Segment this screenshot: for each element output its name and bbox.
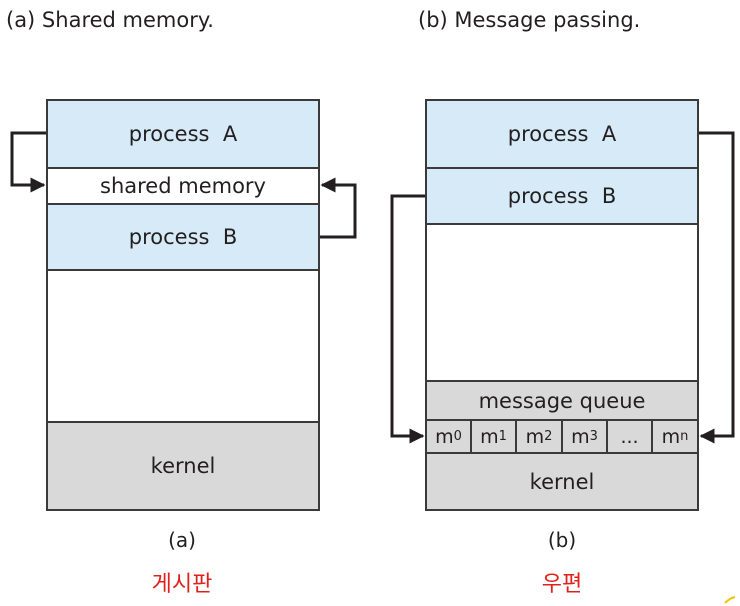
- diagram-b-process-a: process A: [427, 101, 697, 169]
- caption-b: (b): [547, 528, 577, 552]
- diagram-a-process-b: process B: [48, 203, 318, 271]
- korean-label-mail: 우편: [541, 572, 583, 597]
- diagram-b-process-b-label: process B: [507, 184, 617, 208]
- diagram-a-process-a: process A: [48, 101, 318, 169]
- title-shared-memory: (a) Shared memory.: [6, 8, 214, 32]
- caption-a: (a): [168, 528, 196, 552]
- arrow-a-process-a-to-shared: [10, 131, 46, 193]
- diagram-a-shared-memory: shared memory: [48, 169, 318, 203]
- diagram-a-process-a-label: process A: [128, 122, 238, 146]
- arrow-b-process-b-to-queue: [390, 194, 425, 444]
- diagram-b-message-queue-label: message queue: [478, 388, 646, 413]
- diagram-a-kernel-label: kernel: [150, 454, 216, 478]
- queue-cell-ellipsis: ...: [608, 421, 653, 452]
- diagram-b-process-a-label: process A: [507, 122, 617, 146]
- diagram-a-shared-memory-label: shared memory: [100, 174, 266, 198]
- diagram-a-kernel: kernel: [48, 421, 318, 509]
- diagram-a-memory-box: process A shared memory process B kernel: [46, 99, 320, 511]
- diagram-b-process-b: process B: [427, 169, 697, 225]
- arrow-a-process-b-to-shared: [320, 177, 357, 239]
- corner-mark-icon: [724, 596, 736, 604]
- title-message-passing: (b) Message passing.: [418, 8, 641, 32]
- korean-label-bulletin-board: 게시판: [151, 572, 213, 597]
- diagram-b-kernel-label: kernel: [529, 469, 595, 494]
- diagram-b-message-queue: message queue: [427, 380, 697, 421]
- diagram-a-process-b-label: process B: [128, 225, 238, 249]
- arrow-b-process-a-to-queue: [699, 131, 735, 444]
- diagram-b-kernel: kernel: [427, 452, 697, 509]
